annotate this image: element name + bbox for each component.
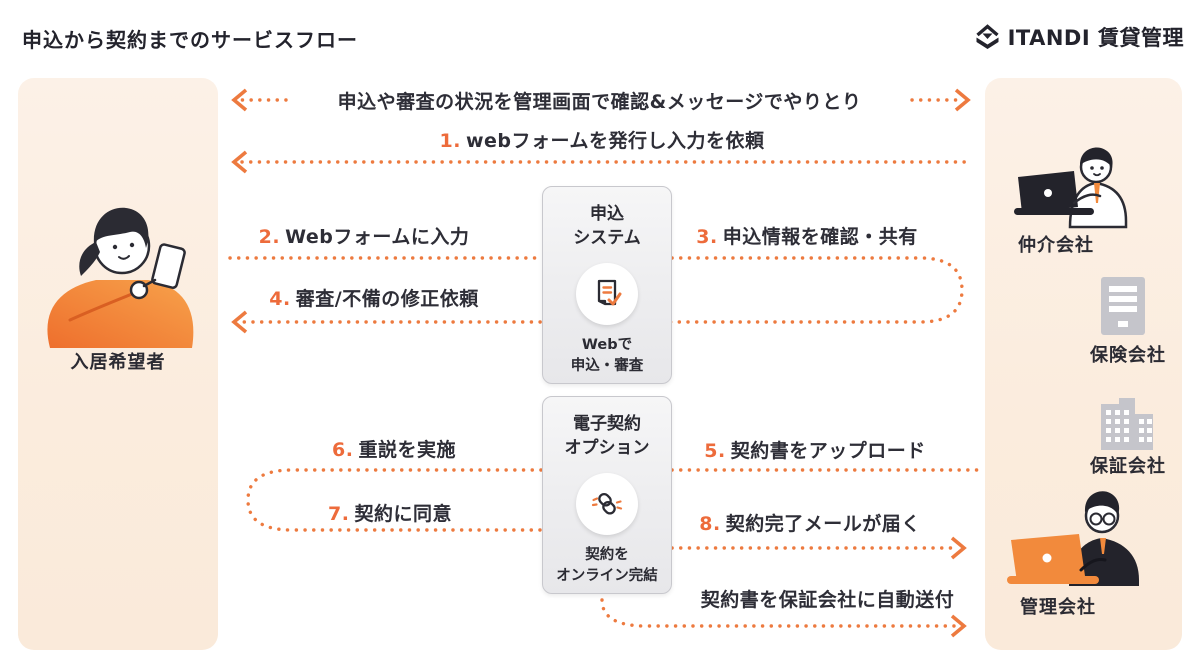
flow-label-step2: 2.Webフォームに入力 — [258, 226, 470, 248]
tenant-panel — [18, 78, 218, 650]
box-caption: Webで 申込・審査 — [570, 336, 644, 374]
insurance-label: 保険会社 — [1090, 345, 1166, 366]
brand-logo: ITANDI 賃貸管理 — [974, 22, 1184, 52]
flow-label-step8: 8.契約完了メールが届く — [699, 513, 921, 535]
arrowhead-right-icon — [950, 614, 967, 638]
arrowhead-left-icon — [231, 88, 248, 112]
arrowhead-right-icon — [954, 88, 971, 112]
broker-illustration — [1014, 147, 1128, 229]
insurance-building-icon — [1101, 277, 1145, 335]
tenant-label: 入居希望者 — [70, 352, 166, 373]
application-system-box: 申込 システム Webで 申込・審査 — [542, 186, 672, 384]
box-caption: 契約を オンライン完結 — [556, 546, 658, 584]
flow-label-step3: 3.申込情報を確認・共有 — [696, 226, 918, 248]
guarantor-buildings-icon — [1101, 398, 1153, 450]
arrowhead-right-icon — [950, 536, 967, 560]
flow-label-step5: 5.契約書をアップロード — [704, 440, 926, 462]
guarantor-label: 保証会社 — [1090, 456, 1166, 477]
flow-label-auto-send: 契約書を保証会社に自動送付 — [700, 589, 955, 611]
box-icon-circle — [576, 472, 638, 535]
flow-label-step4: 4.審査/不備の修正依頼 — [269, 288, 479, 310]
arrowheads — [231, 88, 971, 638]
manager-illustration — [1007, 491, 1139, 586]
document-check-icon — [597, 279, 622, 306]
flow-label-step6: 6.重説を実施 — [332, 439, 456, 461]
manager-label: 管理会社 — [1020, 597, 1096, 618]
arrowhead-left-icon — [231, 150, 248, 174]
dotted-flow-lines — [228, 98, 986, 628]
tenant-illustration — [47, 207, 194, 348]
itandi-logo-icon — [975, 23, 999, 49]
page-title: 申込から契約までのサービスフロー — [22, 28, 358, 52]
link-icon — [591, 492, 623, 515]
arrowhead-left-icon — [231, 310, 248, 334]
flow-label-status-sync: 申込や審査の状況を管理画面で確認&メッセージでやりとり — [337, 91, 862, 113]
e-contract-option-box: 電子契約 オプション 契約を オンライン完結 — [542, 396, 672, 594]
flow-label-step7: 7.契約に同意 — [328, 503, 452, 525]
auto-send-line — [600, 598, 956, 628]
box-title: 申込 システム — [573, 204, 641, 248]
box-title: 電子契約 オプション — [564, 414, 650, 458]
box-icon-circle — [576, 262, 638, 325]
flow-label-step1: 1.webフォームを発行し入力を依頼 — [439, 130, 765, 152]
broker-label: 仲介会社 — [1018, 235, 1094, 256]
brand-name: ITANDI 賃貸管理 — [1007, 26, 1184, 50]
